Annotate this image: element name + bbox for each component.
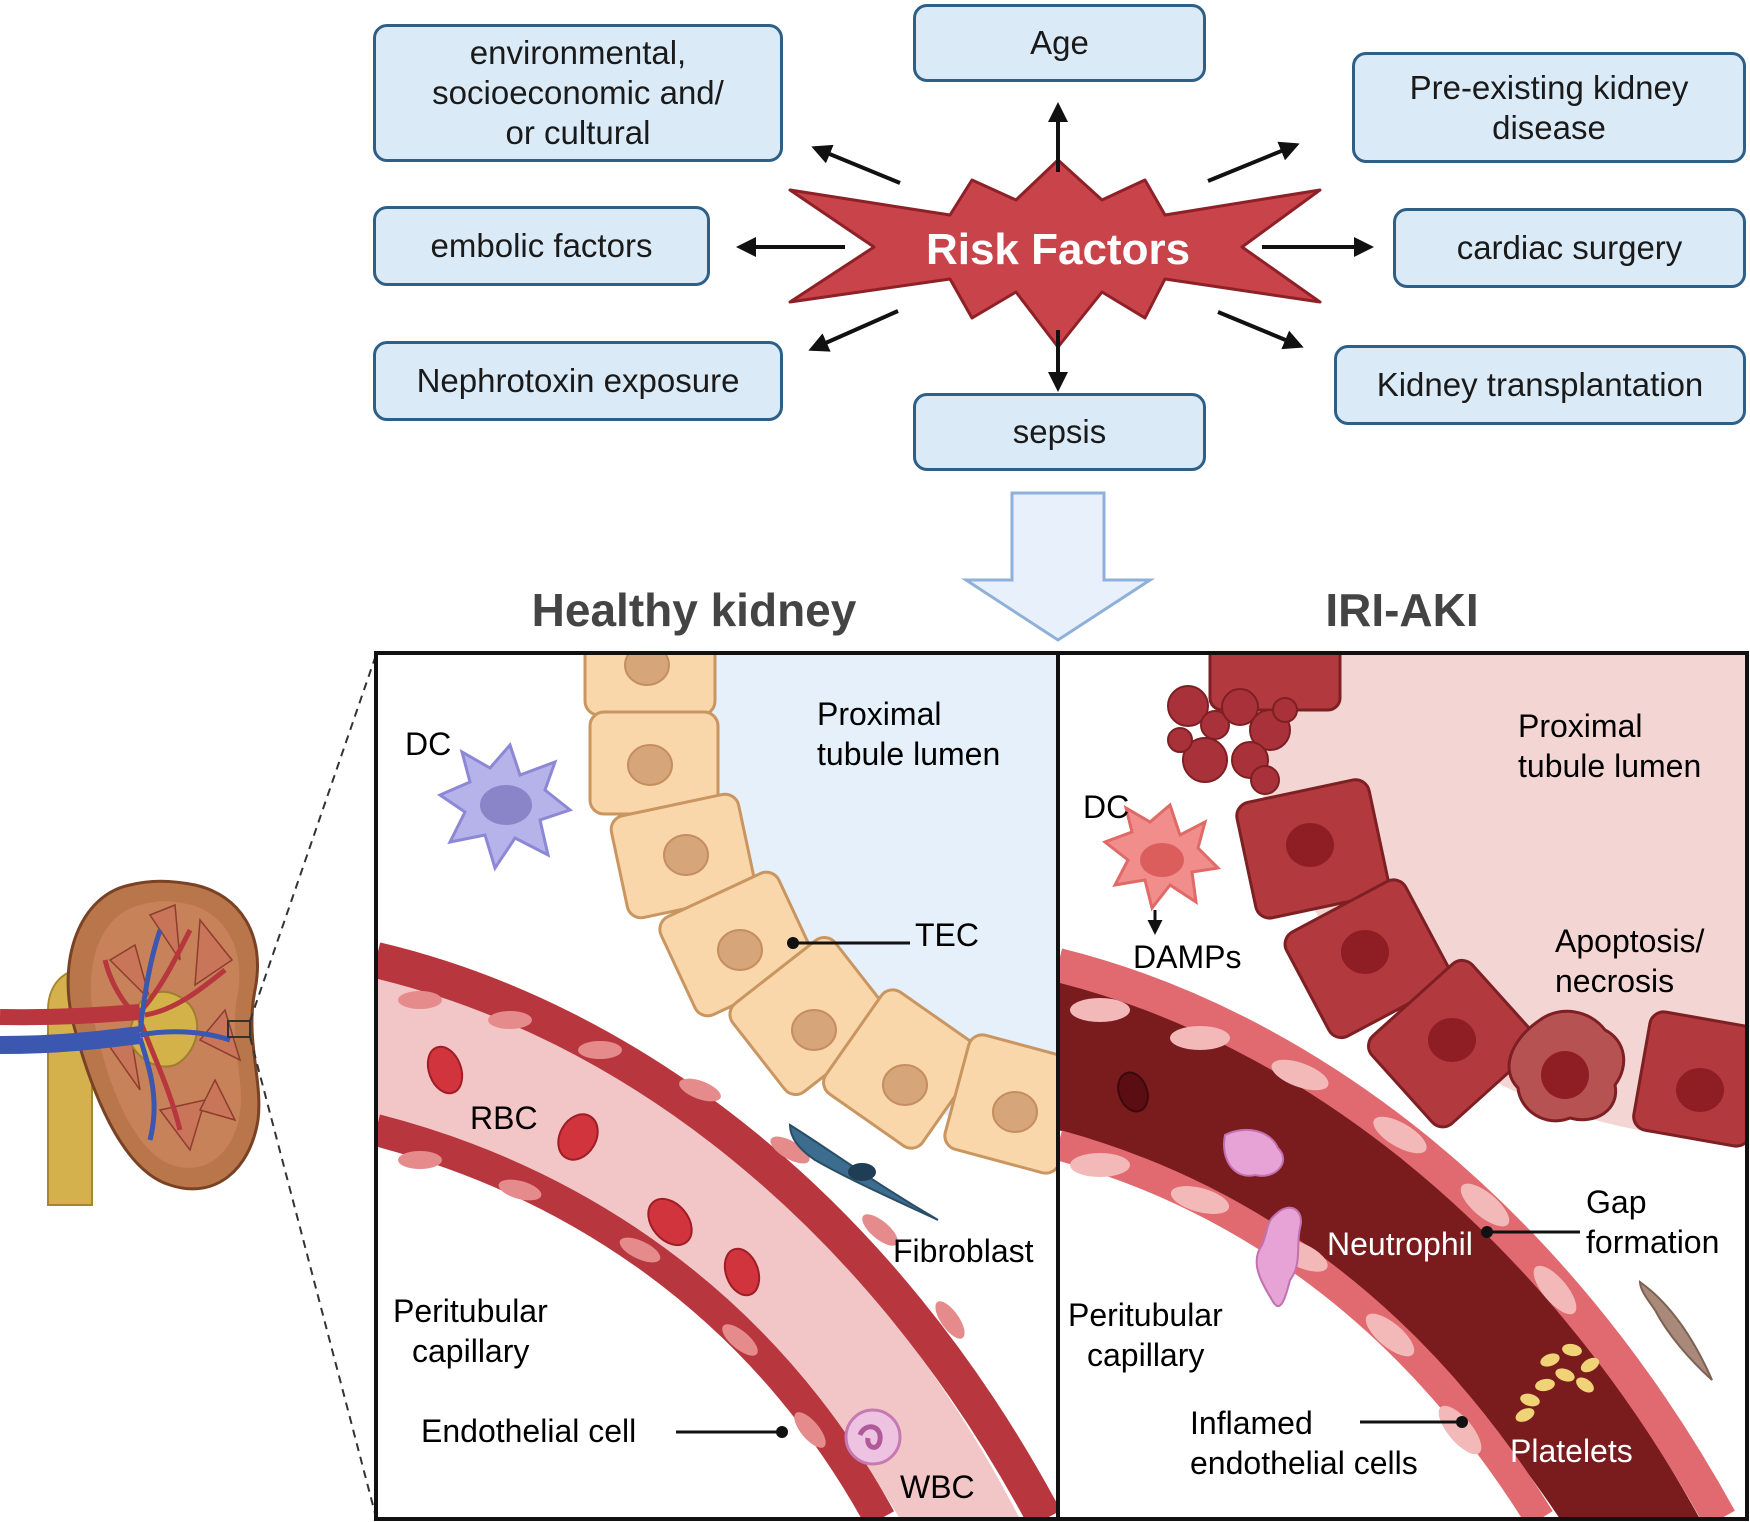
apoptotic-blebs [1167,685,1298,795]
healthy-lumen-line1: Proximal [817,696,941,732]
aki-lumen-line2: tubule lumen [1518,748,1701,784]
risk-factor-preexisting-label: Pre-existing kidney disease [1409,68,1689,146]
wbc-cell [844,1408,902,1466]
risk-factor-nephrotoxin: Nephrotoxin exposure [373,341,783,421]
transmigrating-neutrophil [1255,1206,1302,1308]
risk-factor-age-label: Age [1030,24,1089,61]
healthy-tec-label: TEC [915,917,979,953]
aki-platelets-label: Platelets [1510,1433,1633,1469]
risk-factor-preexisting: Pre-existing kidney disease [1352,52,1746,163]
aki-damps-label: DAMPs [1133,939,1241,975]
aki-gap-line1: Gap [1586,1184,1646,1220]
risk-factor-sepsis: sepsis [913,393,1206,471]
aki-lumen-line1: Proximal [1518,708,1642,744]
healthy-title: Healthy kidney [532,584,857,636]
aki-dc-label: DC [1083,789,1129,825]
aki-capillary-line1: Peritubular [1068,1297,1223,1333]
aki-capillary-line2: capillary [1087,1337,1204,1373]
risk-factor-environmental: environmental, socioeconomic and/ or cul… [373,24,783,162]
aki-neutrophil-label: Neutrophil [1327,1226,1473,1262]
arrow-transplant [1217,310,1304,350]
healthy-lumen-line2: tubule lumen [817,736,1000,772]
fibroblast-cell [788,1123,939,1221]
aki-gap-line2: formation [1586,1224,1719,1260]
arrow-nephrotoxin [808,309,899,352]
healthy-endothelial-label: Endothelial cell [421,1413,636,1449]
aki-title: IRI-AKI [1325,584,1478,636]
risk-factor-nephrotoxin-label: Nephrotoxin exposure [416,362,740,399]
risk-factors-title: Risk Factors [926,225,1190,274]
aki-panel [1058,653,1747,1519]
healthy-wbc-label: WBC [900,1469,975,1505]
risk-factor-embolic: embolic factors [373,206,710,286]
aki-dc-cell [1101,802,1222,912]
risk-arrows [736,102,1374,392]
risk-factor-transplant: Kidney transplantation [1334,345,1746,425]
kidney-illustration [0,879,261,1206]
healthy-dc-label: DC [405,726,451,762]
healthy-capillary-line2: capillary [412,1333,529,1369]
risk-factor-environmental-label: environmental, socioeconomic and/ or cul… [432,34,724,151]
aki-tubule-nuclei [1286,823,1724,1112]
aki-fibroblast-cell [1638,1280,1713,1381]
risk-factor-cardiac: cardiac surgery [1393,208,1746,288]
endothelial-cells [398,991,965,1448]
risk-factor-transplant-label: Kidney transplantation [1376,366,1704,403]
arrow-environmental [811,144,901,185]
tubule-nuclei [624,653,1038,1133]
aki-inflamed-line1: Inflamed [1190,1405,1313,1441]
risk-factor-age: Age [913,4,1206,82]
red-blood-cells [426,1045,761,1297]
risk-factor-embolic-label: embolic factors [430,227,653,264]
aki-inflamed-line2: endothelial cells [1190,1445,1418,1481]
risk-factor-cardiac-label: cardiac surgery [1456,229,1683,266]
healthy-capillary-line1: Peritubular [393,1293,548,1329]
healthy-panel [376,653,1056,1519]
aki-apoptosis-line1: Apoptosis/ [1555,923,1705,959]
arrow-preexisting [1207,141,1300,183]
healthy-fibroblast-label: Fibroblast [893,1233,1034,1269]
panel-frame [374,651,1749,1521]
big-down-arrow [960,491,1156,642]
dc-cell [436,742,574,872]
neutrophil-cell [1223,1128,1285,1177]
aki-apoptosis-line2: necrosis [1555,963,1674,999]
risk-factor-sepsis-label: sepsis [1012,413,1107,450]
healthy-rbc-label: RBC [470,1100,538,1136]
platelets [1515,1343,1600,1422]
zoom-lines [249,654,377,1518]
